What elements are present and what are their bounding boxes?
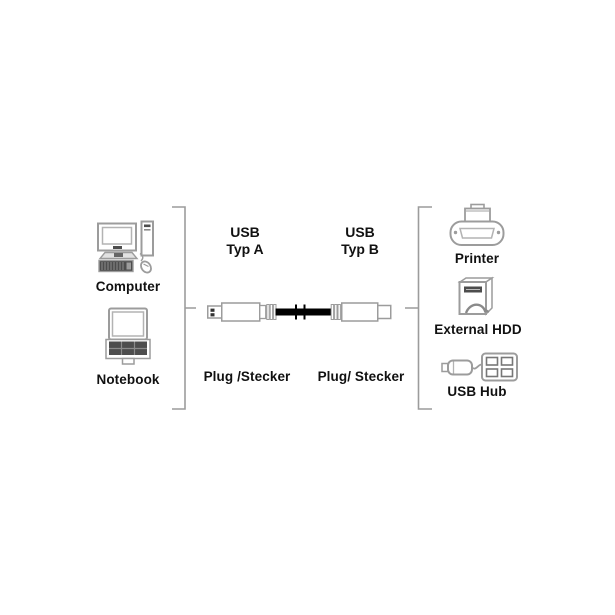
desktop-computer-icon bbox=[96, 220, 158, 277]
usb-type-b-line1: USB bbox=[345, 224, 375, 240]
usb-type-a-line2: Typ A bbox=[226, 241, 264, 257]
plug-b-label: Plug/ Stecker bbox=[317, 369, 405, 384]
external-hdd-label: External HDD bbox=[434, 322, 522, 337]
usb-hub-label: USB Hub bbox=[447, 384, 507, 399]
notebook-label: Notebook bbox=[96, 372, 160, 387]
usb-cable-illustration bbox=[207, 299, 392, 325]
printer-label: Printer bbox=[454, 251, 500, 266]
usb-type-a-label: USB Typ A bbox=[226, 224, 263, 258]
computer-label: Computer bbox=[95, 279, 161, 294]
target-group-bracket bbox=[405, 206, 432, 410]
usb-type-a-line1: USB bbox=[230, 224, 260, 240]
usb-hub-icon bbox=[441, 352, 518, 382]
usb-type-b-line2: Typ B bbox=[341, 241, 379, 257]
notebook-icon bbox=[100, 307, 156, 367]
printer-icon bbox=[449, 203, 505, 248]
source-group-bracket bbox=[172, 206, 196, 410]
external-hdd-icon bbox=[453, 276, 499, 320]
plug-a-label: Plug /Stecker bbox=[203, 369, 291, 384]
usb-type-b-label: USB Typ B bbox=[341, 224, 379, 258]
